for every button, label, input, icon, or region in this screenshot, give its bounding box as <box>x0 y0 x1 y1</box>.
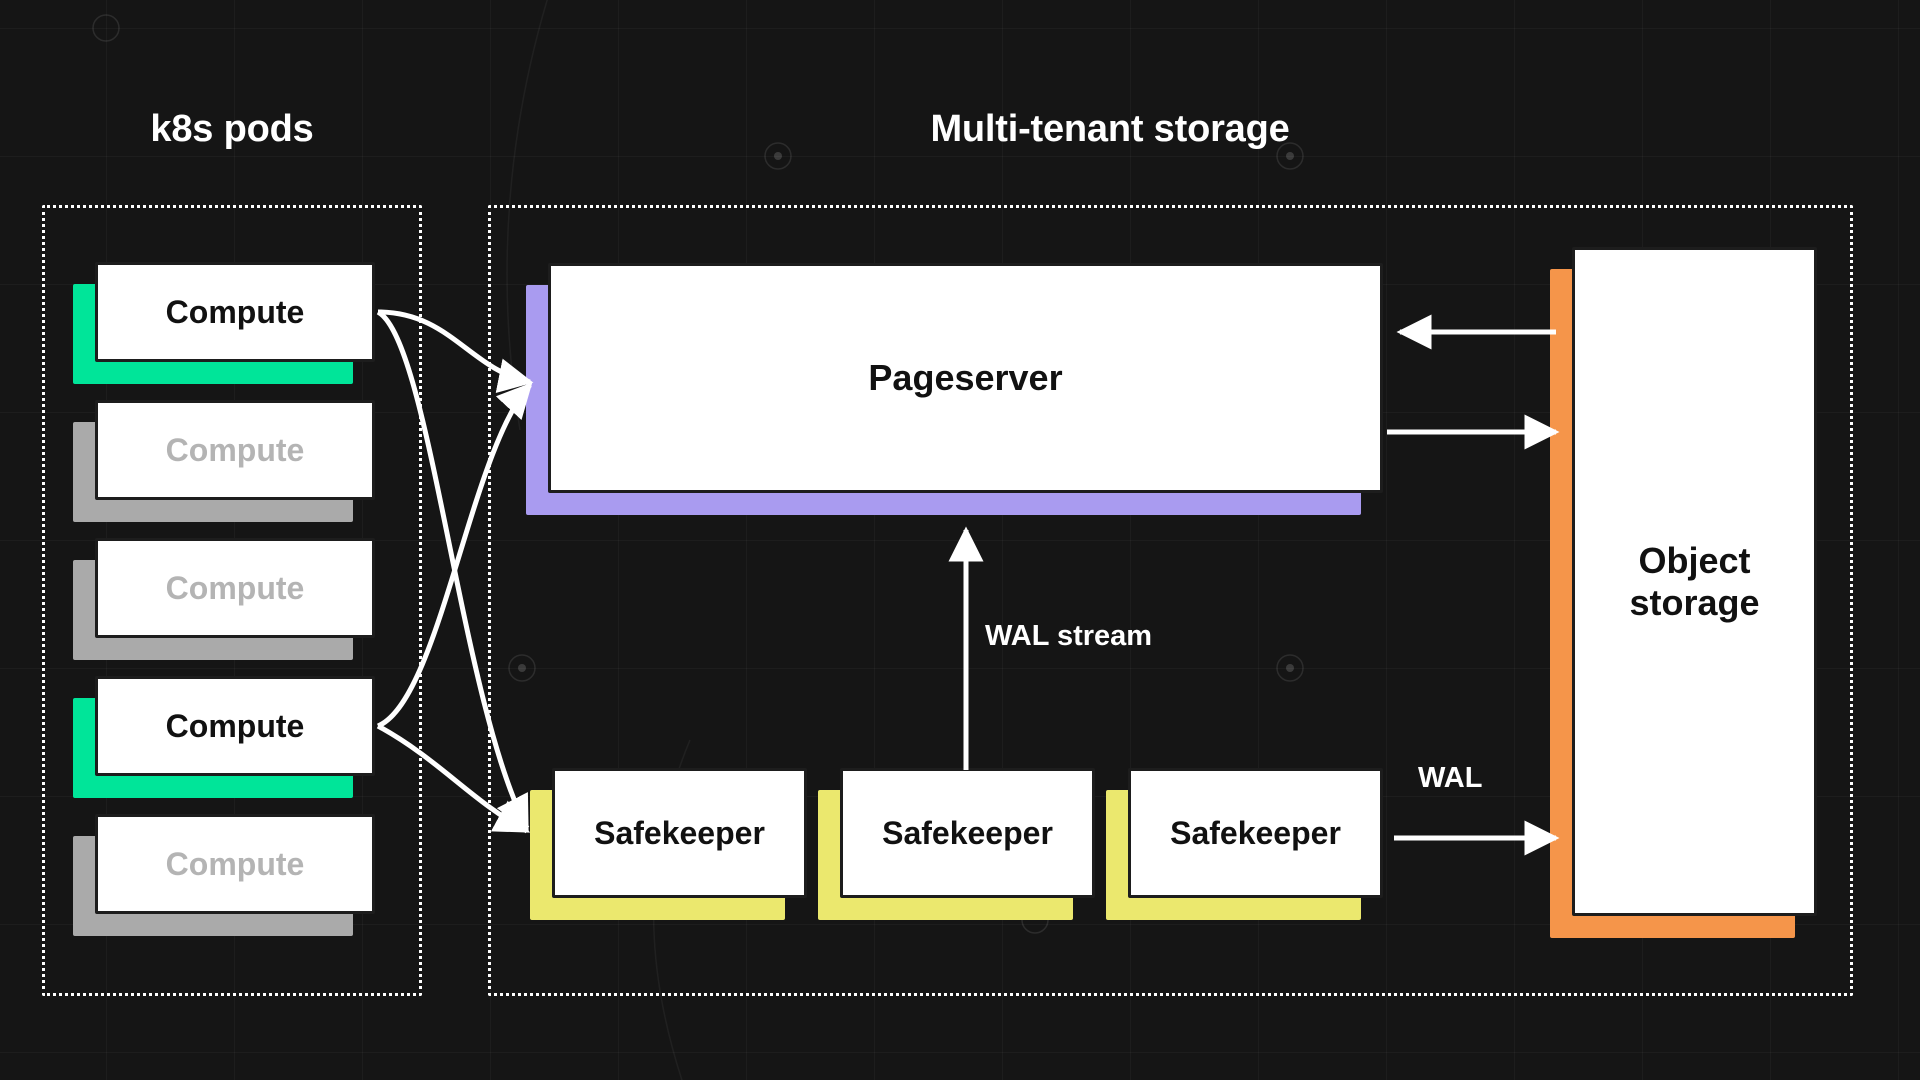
node-label: Compute <box>95 676 375 776</box>
group-title-k8s-pods: k8s pods <box>150 108 314 150</box>
node-label: Pageserver <box>548 263 1383 493</box>
node-compute-1[interactable]: Compute <box>73 262 375 384</box>
node-compute-4[interactable]: Compute <box>73 676 375 798</box>
edge-label-wal: WAL <box>1418 762 1483 794</box>
node-safekeeper-3[interactable]: Safekeeper <box>1106 768 1383 920</box>
node-label: Compute <box>95 262 375 362</box>
node-label: Compute <box>95 538 375 638</box>
node-safekeeper-1[interactable]: Safekeeper <box>530 768 807 920</box>
node-label: Compute <box>95 400 375 500</box>
node-pageserver[interactable]: Pageserver <box>526 263 1383 515</box>
node-label: Safekeeper <box>552 768 807 898</box>
edge-label-wal-stream: WAL stream <box>985 620 1153 652</box>
node-compute-3[interactable]: Compute <box>73 538 375 660</box>
group-title-multi-tenant-storage: Multi-tenant storage <box>930 108 1290 150</box>
node-label: Compute <box>95 814 375 914</box>
node-compute-5[interactable]: Compute <box>73 814 375 936</box>
node-compute-2[interactable]: Compute <box>73 400 375 522</box>
node-safekeeper-2[interactable]: Safekeeper <box>818 768 1095 920</box>
node-label: Safekeeper <box>1128 768 1383 898</box>
node-label: Object storage <box>1572 247 1817 916</box>
node-label: Safekeeper <box>840 768 1095 898</box>
node-object-storage[interactable]: Object storage <box>1550 247 1817 938</box>
